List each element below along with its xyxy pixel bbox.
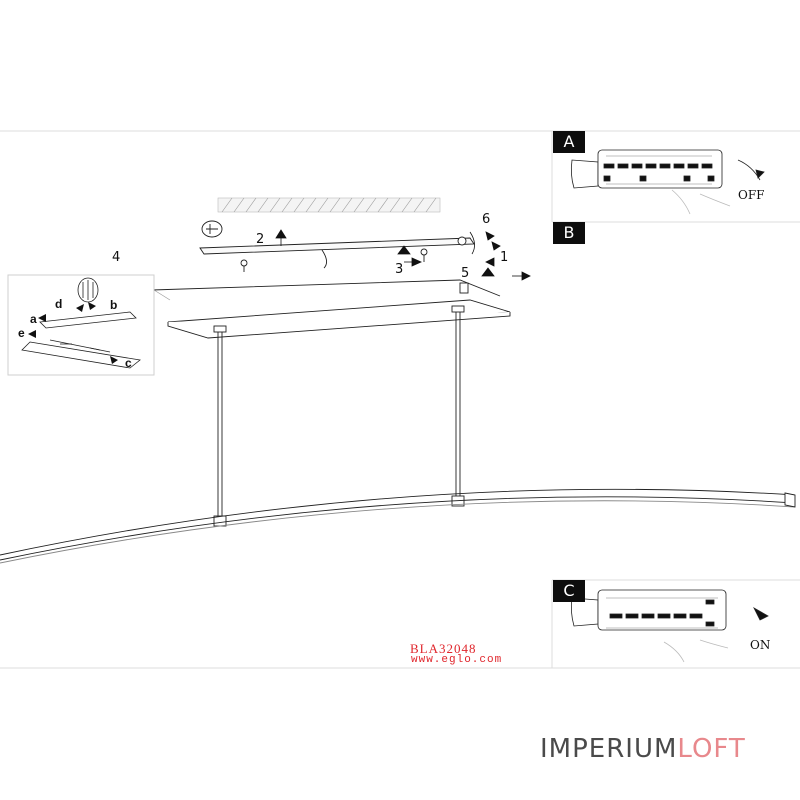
step-number-5: 5 <box>461 266 470 281</box>
curved-luminaire <box>0 488 796 564</box>
step-number-6: 6 <box>482 212 491 227</box>
detail-letter-e: e <box>18 326 25 340</box>
step-number-4: 4 <box>112 250 121 265</box>
detail-letter-a: a <box>30 312 37 326</box>
mounting-bracket <box>199 220 475 272</box>
suspension-rods <box>213 305 465 527</box>
ceiling-hatch <box>217 197 441 213</box>
step-number-3: 3 <box>395 262 404 277</box>
step-number-1: 1 <box>500 250 509 265</box>
watermark-part1: IMPERIUM <box>540 734 678 764</box>
canopy-plate <box>151 279 511 339</box>
switch-panel-a-drawing <box>570 149 765 215</box>
on-label: ON <box>750 638 771 652</box>
direction-arrows <box>275 229 531 281</box>
model-code: BLA32048 <box>410 641 477 656</box>
wiring-detail-inset <box>7 274 171 376</box>
panel-tag-c: C <box>553 580 585 602</box>
step-number-2: 2 <box>256 232 265 247</box>
detail-letter-d: d <box>55 297 63 311</box>
switch-panel-c-drawing <box>570 589 769 663</box>
brand-watermark: IMPERIUMLOFT <box>540 734 746 764</box>
panel-tag-b: B <box>553 222 585 244</box>
watermark-part2: LOFT <box>677 734 746 764</box>
off-label: OFF <box>738 188 765 202</box>
panel-tag-a: A <box>553 131 585 153</box>
detail-letter-b: b <box>110 298 118 312</box>
detail-letter-c: c <box>125 356 132 370</box>
website-url: www.eglo.com <box>411 654 503 666</box>
